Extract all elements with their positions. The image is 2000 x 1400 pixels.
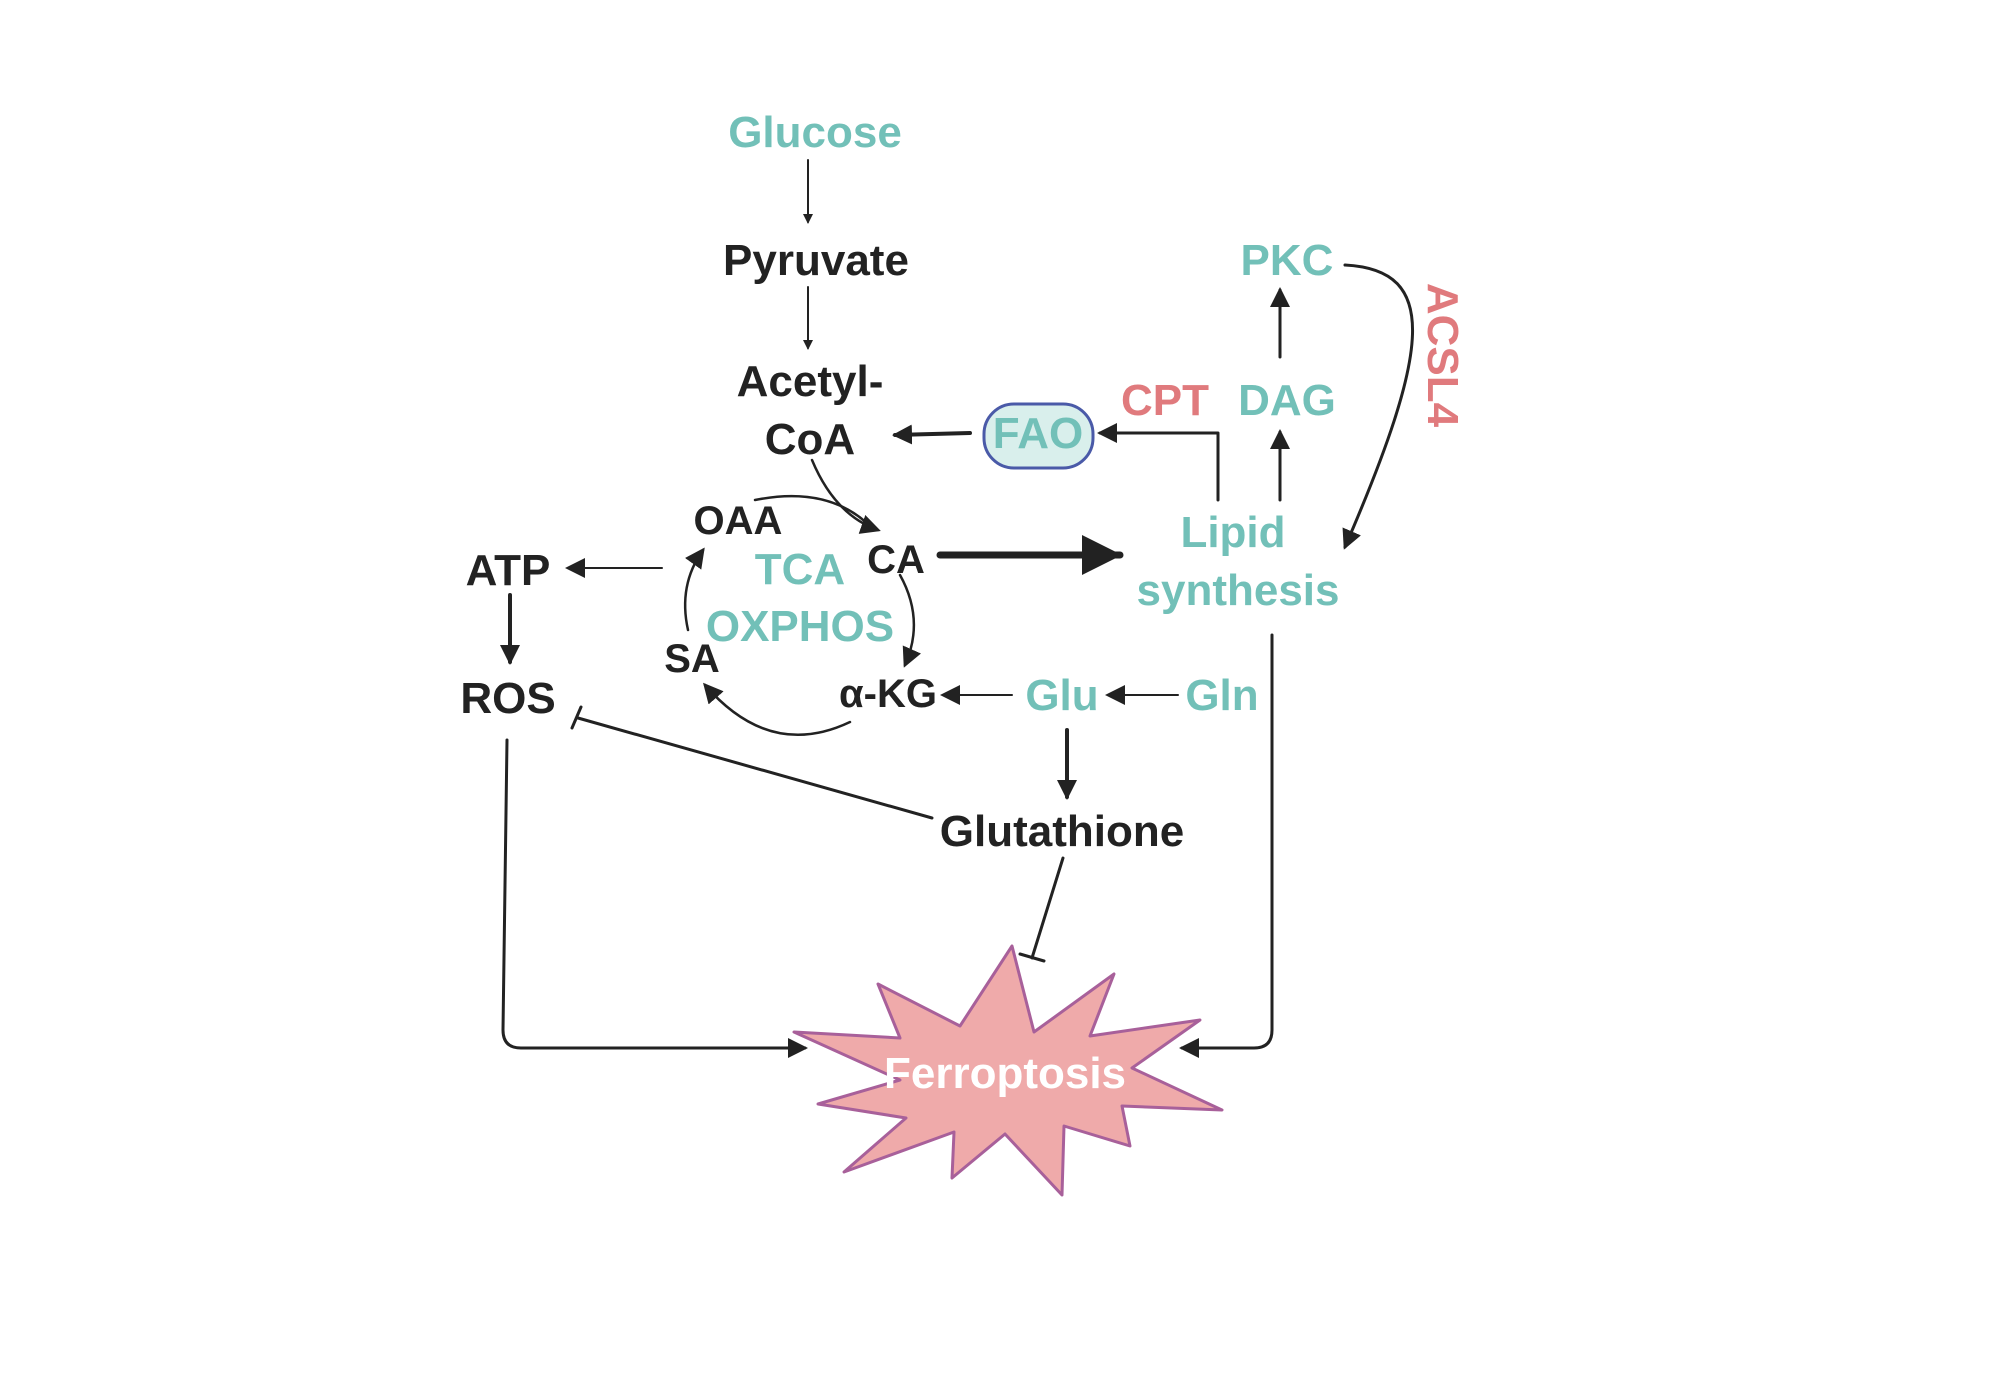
inhibit-glutathione-to-ros bbox=[576, 716, 934, 820]
oaa-label: OAA bbox=[694, 499, 783, 543]
fao-label: FAO bbox=[993, 409, 1083, 458]
ca-label: CA bbox=[867, 538, 925, 582]
acsl4-label: ACSL4 bbox=[1418, 283, 1467, 428]
glu-label: Glu bbox=[1025, 671, 1098, 720]
ferroptosis-label: Ferroptosis bbox=[884, 1049, 1126, 1098]
lipid-synthesis-label-line1: Lipid bbox=[1180, 508, 1285, 557]
acetyl-coa-label-line1: Acetyl- bbox=[737, 357, 884, 406]
ferroptosis-burst bbox=[792, 944, 1224, 1197]
pyruvate-label: Pyruvate bbox=[723, 236, 909, 285]
arrow-sa-to-oaa bbox=[683, 547, 705, 632]
arrow-lipid-to-ferroptosis bbox=[1179, 633, 1274, 1058]
arrow-oaa-to-ca bbox=[753, 494, 874, 530]
arrow-acetyl-to-ca bbox=[810, 458, 881, 534]
ros-label: ROS bbox=[460, 674, 555, 723]
fao-box bbox=[982, 402, 1095, 470]
sa-label: SA bbox=[664, 637, 720, 681]
gln-label: Gln bbox=[1185, 671, 1258, 720]
acetyl-coa-label-line2: CoA bbox=[765, 415, 855, 464]
lipid-synthesis-label-line2: synthesis bbox=[1137, 566, 1340, 615]
cpt-label: CPT bbox=[1121, 376, 1209, 425]
inhibit-bar-ros bbox=[570, 705, 583, 730]
glucose-label: Glucose bbox=[728, 108, 902, 157]
tca-label: TCA bbox=[755, 545, 845, 594]
arrow-ca-to-akg bbox=[898, 573, 922, 668]
arrow-akg-to-sa bbox=[703, 682, 852, 736]
atp-label: ATP bbox=[466, 546, 551, 595]
arrow-pkc-to-lipid bbox=[1342, 263, 1414, 550]
arrow-ros-to-ferroptosis bbox=[501, 738, 808, 1058]
glutathione-label: Glutathione bbox=[940, 807, 1184, 856]
oxphos-label: OXPHOS bbox=[706, 602, 894, 651]
inhibit-glutathione-to-ferroptosis bbox=[1030, 856, 1065, 960]
pkc-label: PKC bbox=[1241, 236, 1334, 285]
inhibit-bar-ferroptosis bbox=[1018, 952, 1046, 963]
akg-label: α-KG bbox=[839, 672, 937, 716]
dag-label: DAG bbox=[1238, 376, 1336, 425]
arrow-lipid-to-fao bbox=[1097, 423, 1220, 502]
arrow-fao-to-acetyl bbox=[892, 424, 972, 445]
